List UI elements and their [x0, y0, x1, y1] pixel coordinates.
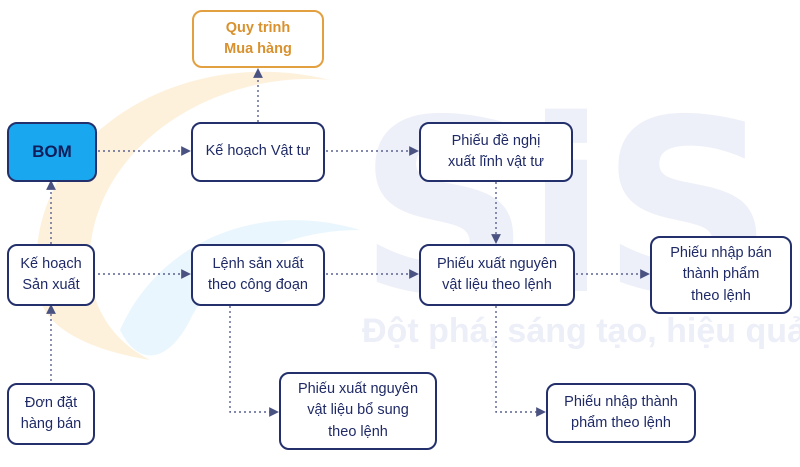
- node-ke-hoach-vat-tu[interactable]: Kế hoạch Vật tư: [191, 122, 325, 182]
- edge-phieu-xuat-nvl-to-phieu-nhap-tp: [495, 306, 546, 417]
- watermark-slogan: Đột phá, sáng tạo, hiệu quả: [362, 312, 800, 350]
- node-bom[interactable]: BOM: [7, 122, 97, 182]
- edge-lenh-san-xuat-to-phieu-xuat-bo-sung: [229, 306, 279, 417]
